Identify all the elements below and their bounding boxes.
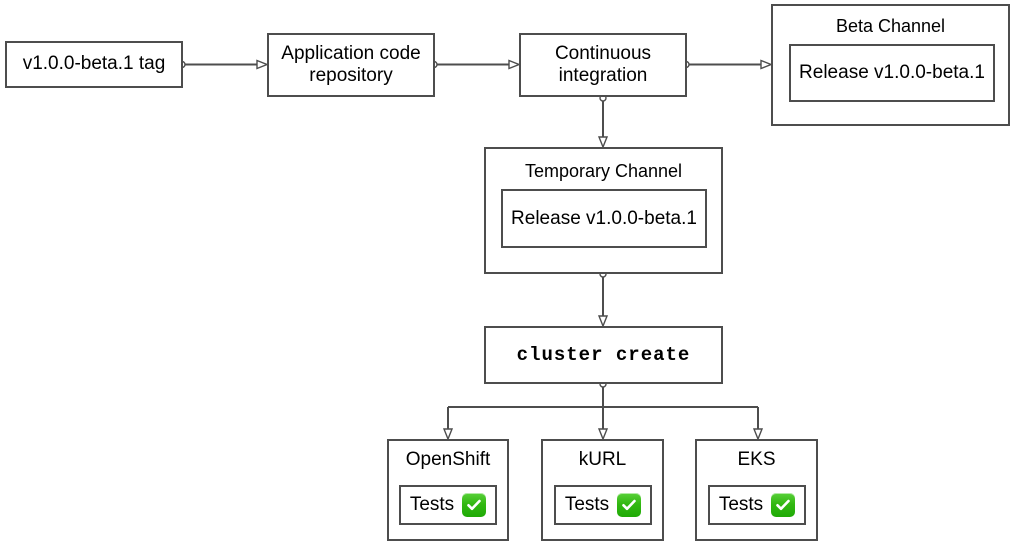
node-continuous-integration[interactable]: Continuous integration (519, 33, 687, 97)
node-tag[interactable]: v1.0.0-beta.1 tag (5, 41, 183, 88)
check-mark-button-icon (617, 493, 642, 517)
node-openshift-tests[interactable]: Tests (399, 485, 497, 525)
node-eks-tests-label: Tests (718, 494, 764, 515)
node-beta-channel-title: Beta Channel (835, 16, 946, 36)
node-temporary-channel-release[interactable]: Release v1.0.0-beta.1 (501, 189, 707, 248)
node-temporary-channel-release-label: Release v1.0.0-beta.1 (511, 207, 697, 229)
node-beta-channel-release[interactable]: Release v1.0.0-beta.1 (789, 44, 995, 102)
node-kurl-tests-label: Tests (564, 494, 610, 515)
node-application-code-repository-label: Application code repository (281, 42, 421, 86)
node-beta-channel-release-label: Release v1.0.0-beta.1 (799, 62, 985, 83)
node-eks-title: EKS (737, 449, 776, 470)
node-eks-tests[interactable]: Tests (708, 485, 806, 525)
node-application-code-repository[interactable]: Application code repository (267, 33, 435, 97)
node-cluster-create[interactable]: cluster create (484, 326, 723, 384)
node-cluster-create-label: cluster create (516, 343, 691, 366)
check-mark-button-icon (771, 493, 796, 517)
check-mark-button-icon (462, 493, 487, 517)
node-continuous-integration-label: Continuous integration (554, 42, 652, 86)
node-tag-label: v1.0.0-beta.1 tag (22, 53, 166, 75)
node-temporary-channel-title: Temporary Channel (524, 161, 683, 181)
node-openshift-tests-label: Tests (409, 494, 455, 515)
node-kurl-tests[interactable]: Tests (554, 485, 652, 525)
node-openshift-title: OpenShift (405, 449, 491, 470)
node-kurl-title: kURL (578, 449, 627, 470)
